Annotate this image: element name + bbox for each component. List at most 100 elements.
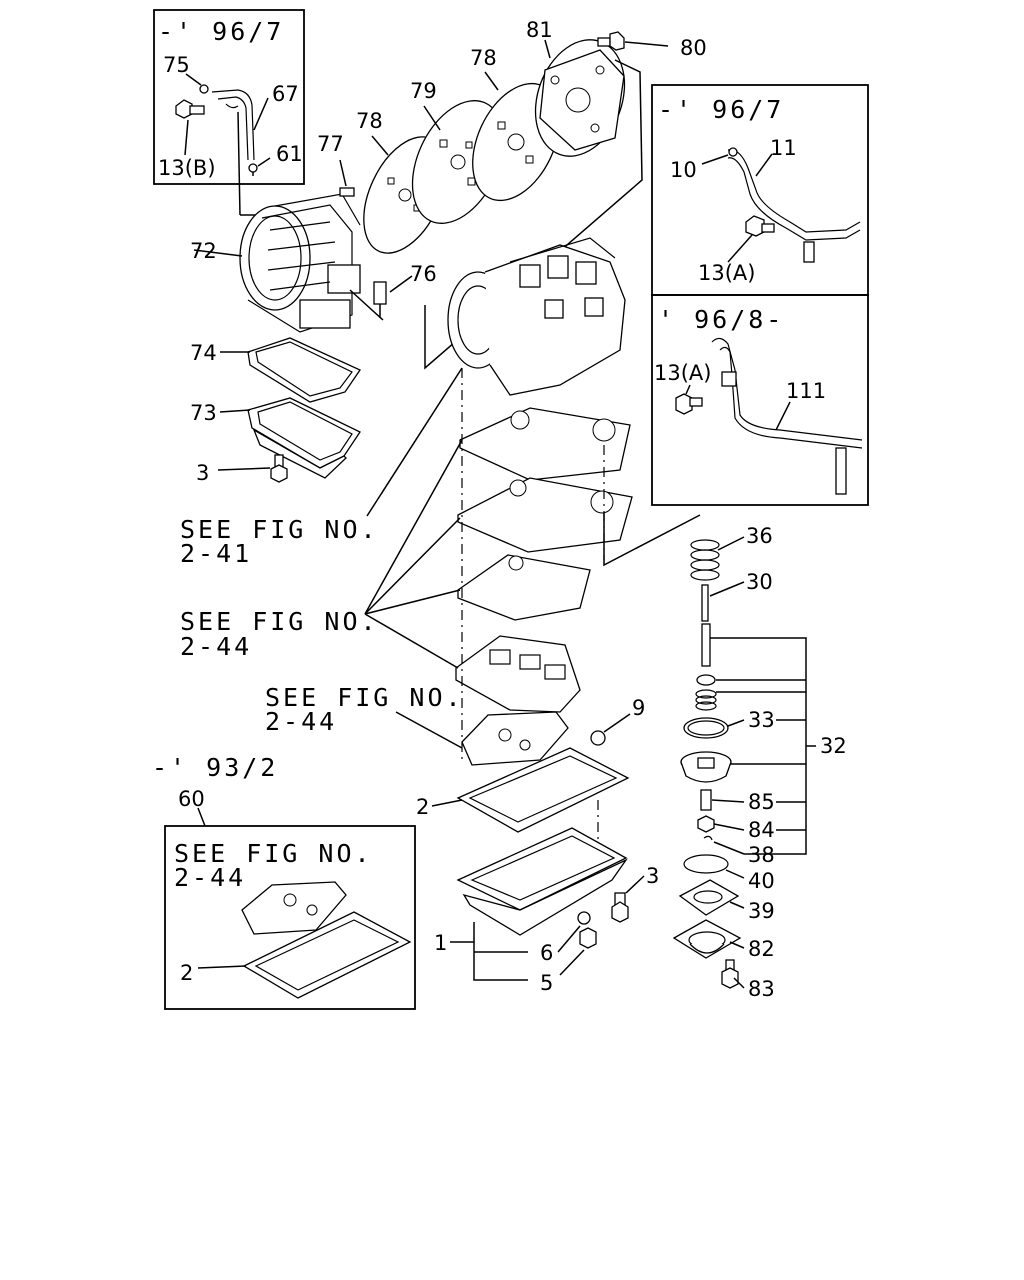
callout-2-lower: 2 <box>416 795 429 819</box>
callout-13b: 13(B) <box>158 156 216 180</box>
bolt-83 <box>721 959 739 989</box>
pin-30 <box>701 584 709 622</box>
see-fig-2-41-line2: 2-41 <box>180 539 252 568</box>
callout-61: 61 <box>276 142 303 166</box>
callout-84: 84 <box>748 818 775 842</box>
callout-111: 111 <box>786 379 826 403</box>
callout-36: 36 <box>746 524 773 548</box>
oil-pipe-67 <box>211 89 270 216</box>
callout-78-right: 78 <box>470 46 497 70</box>
inset-box-right-bottom <box>651 294 869 506</box>
callout-81: 81 <box>526 18 553 42</box>
bolt-13a-top <box>745 215 775 237</box>
date-label-lower-left: -' 93/2 <box>152 753 278 782</box>
callout-67: 67 <box>272 82 299 106</box>
bolt-3-lower <box>611 892 629 923</box>
callout-5: 5 <box>540 971 553 995</box>
gasket-74 <box>247 337 361 403</box>
oil-strainer <box>461 711 569 766</box>
gasket-2-inset <box>242 911 412 999</box>
callout-75: 75 <box>163 53 190 77</box>
callout-32: 32 <box>820 734 847 758</box>
oil-pump-81 <box>534 39 626 157</box>
seal-ring-33 <box>683 717 729 739</box>
oil-pipe-111 <box>711 337 863 495</box>
ring-small <box>696 674 716 686</box>
callout-40: 40 <box>748 869 775 893</box>
piston <box>680 751 732 783</box>
bolt-13a-bottom <box>675 393 703 415</box>
callout-1: 1 <box>434 931 447 955</box>
oil-pan-73 <box>247 397 361 479</box>
oil-pipe-11 <box>727 149 861 263</box>
washer-6 <box>577 911 591 925</box>
gasket-39 <box>678 879 740 916</box>
see-fig-2-44c-line1: SEE FIG NO. <box>174 839 373 868</box>
callout-80: 80 <box>680 36 707 60</box>
o-ring-75 <box>199 84 209 94</box>
callout-76: 76 <box>410 262 437 286</box>
nut-84 <box>697 815 715 833</box>
callout-77: 77 <box>317 132 344 156</box>
callout-9: 9 <box>632 696 645 720</box>
date-label-top-left: -' 96/7 <box>158 17 284 46</box>
see-fig-2-44b-line2: 2-44 <box>265 707 337 736</box>
callout-78-left: 78 <box>356 109 383 133</box>
separator-gasket-upper <box>459 407 631 481</box>
see-fig-2-41-line1: SEE FIG NO. <box>180 515 379 544</box>
callout-79: 79 <box>410 79 437 103</box>
clip-10 <box>728 147 738 157</box>
callout-72: 72 <box>190 239 217 263</box>
control-valve-body <box>455 635 581 713</box>
separator-gasket-lower <box>457 554 591 621</box>
stud-85 <box>700 789 712 811</box>
callout-10: 10 <box>670 158 697 182</box>
inset-box-top-left <box>153 9 305 185</box>
callout-13a-top: 13(A) <box>698 261 755 285</box>
callout-13a-bottom: 13(A) <box>654 361 711 385</box>
see-fig-2-44a-line1: SEE FIG NO. <box>180 607 379 636</box>
callout-60: 60 <box>178 787 205 811</box>
spring-36 <box>690 539 720 581</box>
spring-small <box>695 689 717 711</box>
drain-plug-5 <box>579 927 597 949</box>
stud-76 <box>373 281 387 318</box>
see-fig-2-44b-line1: SEE FIG NO. <box>265 683 464 712</box>
snap-ring-40 <box>683 854 729 874</box>
piston-rod <box>701 623 711 667</box>
callout-33: 33 <box>748 708 775 732</box>
callout-3-lower: 3 <box>646 864 659 888</box>
bolt-3-top <box>270 454 288 483</box>
callout-3-top: 3 <box>196 461 209 485</box>
callout-11: 11 <box>770 136 797 160</box>
callout-85: 85 <box>748 790 775 814</box>
oil-pan-1 <box>456 827 628 936</box>
date-label-right-bottom: ' 96/8- <box>658 305 784 334</box>
callout-39: 39 <box>748 899 775 923</box>
bolt-13b <box>175 99 205 119</box>
bolt-80 <box>597 31 625 51</box>
transmission-case <box>447 237 626 396</box>
callout-38: 38 <box>748 843 775 867</box>
callout-83: 83 <box>748 977 775 1001</box>
callout-30: 30 <box>746 570 773 594</box>
see-fig-2-44a-line2: 2-44 <box>180 632 252 661</box>
separator-plate <box>457 477 633 553</box>
clip-38 <box>703 835 713 841</box>
callout-2-inset: 2 <box>180 961 193 985</box>
date-label-right-top: -' 96/7 <box>658 95 784 124</box>
cover-82 <box>672 919 742 959</box>
strainer-inset <box>241 881 347 935</box>
clip-61 <box>248 163 258 176</box>
callout-6: 6 <box>540 941 553 965</box>
converter-housing-72 <box>239 193 361 333</box>
see-fig-2-44c-line2: 2-44 <box>174 863 246 892</box>
callout-82: 82 <box>748 937 775 961</box>
washer-9 <box>590 730 606 746</box>
gasket-2-lower <box>456 747 630 833</box>
callout-74: 74 <box>190 341 217 365</box>
bolt-77 <box>339 187 355 197</box>
inset-box-lower-left <box>164 825 416 1010</box>
callout-73: 73 <box>190 401 217 425</box>
